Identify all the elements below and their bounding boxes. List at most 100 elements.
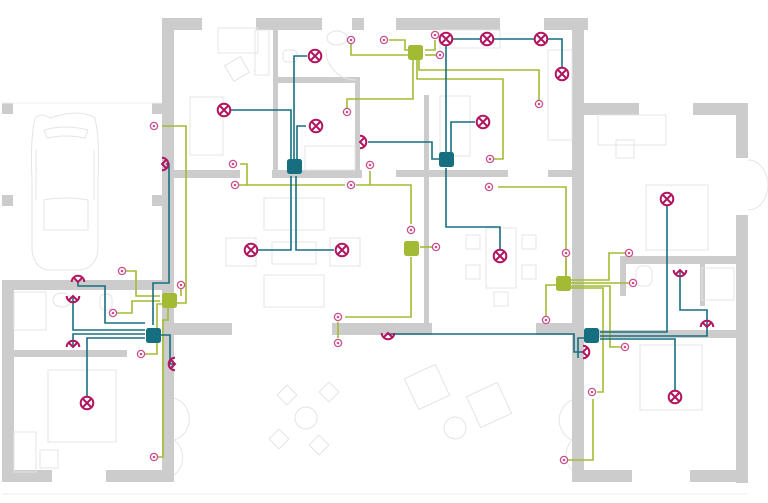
wall-light-icon[interactable] <box>160 156 170 172</box>
dining-chair <box>521 264 537 280</box>
wall-partition <box>172 170 240 178</box>
socket-icon[interactable] <box>484 182 494 192</box>
dining-chair <box>465 264 481 280</box>
socket-icon[interactable] <box>346 35 356 45</box>
socket-icon[interactable] <box>406 225 416 235</box>
lighting-circuit <box>72 38 708 396</box>
coffee-table <box>271 241 317 265</box>
socket-icon[interactable] <box>117 266 127 276</box>
wall-light-icon[interactable] <box>70 274 86 284</box>
sink <box>52 292 72 308</box>
dining-chair <box>521 234 537 250</box>
lighting-junction-box[interactable] <box>439 152 454 167</box>
ceiling-light-icon[interactable] <box>475 114 491 130</box>
ceiling-light-icon[interactable] <box>307 48 323 64</box>
wall-kitchen-east <box>572 18 584 118</box>
kitchen-table <box>439 95 471 157</box>
wall-light-icon[interactable] <box>699 319 715 329</box>
ceiling-light-icon[interactable] <box>492 248 508 264</box>
nightstand <box>39 449 59 469</box>
socket-icon[interactable] <box>559 455 569 465</box>
socket-icon[interactable] <box>149 121 159 131</box>
lounger <box>403 363 451 411</box>
ceiling-light-icon[interactable] <box>554 66 570 82</box>
dining-table <box>485 227 517 289</box>
bed <box>639 344 703 411</box>
socket-icon[interactable] <box>431 242 441 252</box>
lighting-junction-box[interactable] <box>146 328 161 343</box>
socket-junction-box[interactable] <box>556 276 571 291</box>
socket-icon[interactable] <box>485 154 495 164</box>
wall-light-icon[interactable] <box>358 134 368 150</box>
socket-icon[interactable] <box>430 30 440 40</box>
ceiling-light-icon[interactable] <box>533 31 549 47</box>
sofa <box>263 274 325 308</box>
shower <box>13 291 47 331</box>
wall-light-icon[interactable] <box>167 356 177 372</box>
socket-icon[interactable] <box>149 452 159 462</box>
sockets <box>108 30 638 465</box>
wall-east-wing-east <box>736 215 748 483</box>
socket-icon[interactable] <box>541 315 551 325</box>
socket-icon[interactable] <box>534 99 544 109</box>
wall-partition <box>273 28 278 174</box>
garage-pillar <box>2 195 13 206</box>
socket-junction-box[interactable] <box>404 241 419 256</box>
ceiling-light-icon[interactable] <box>667 389 683 405</box>
wall-partition <box>272 170 362 178</box>
socket-icon[interactable] <box>561 248 571 258</box>
socket-icon[interactable] <box>228 159 238 169</box>
socket-icon[interactable] <box>333 312 343 322</box>
wall-light-icon[interactable] <box>65 294 81 304</box>
kitchen-counter <box>547 49 573 141</box>
ceiling-light-icon[interactable] <box>243 242 259 258</box>
socket-icon[interactable] <box>176 280 186 290</box>
socket-icon[interactable] <box>342 107 352 117</box>
socket-icon[interactable] <box>624 248 634 258</box>
wall-west-wing <box>2 350 127 357</box>
armchair <box>329 237 361 267</box>
bed <box>47 369 117 443</box>
wall-light-icon[interactable] <box>672 268 688 278</box>
socket-junction-box[interactable] <box>408 45 423 60</box>
socket-icon[interactable] <box>628 278 638 288</box>
wall-south <box>106 470 174 482</box>
socket-junction-box[interactable] <box>162 293 177 308</box>
wall-north <box>162 18 202 30</box>
socket-icon[interactable] <box>136 349 146 359</box>
patio-chair <box>318 381 340 403</box>
wall-east-wing-north <box>693 103 748 115</box>
wall-south <box>572 380 584 405</box>
socket-icon[interactable] <box>365 160 375 170</box>
shower <box>701 267 735 301</box>
patio-table <box>294 406 318 430</box>
chair <box>615 139 635 159</box>
ceiling-light-icon[interactable] <box>79 395 95 411</box>
socket-icon[interactable] <box>108 308 118 318</box>
socket-icon[interactable] <box>587 387 597 397</box>
wall-east-central <box>572 100 584 480</box>
lighting-junction-box[interactable] <box>584 328 599 343</box>
socket-icon[interactable] <box>379 35 389 45</box>
ceiling-light-icon[interactable] <box>216 102 232 118</box>
wall-east-wing-north <box>584 103 639 115</box>
socket-icon[interactable] <box>620 342 630 352</box>
ceiling-light-icon[interactable] <box>334 242 350 258</box>
socket-icon[interactable] <box>435 50 445 60</box>
chair <box>224 56 250 82</box>
ceiling-light-icon[interactable] <box>659 191 675 207</box>
patio-chair <box>268 428 290 450</box>
lounger <box>465 381 513 429</box>
wall-light-icon[interactable] <box>65 339 81 349</box>
socket-icon[interactable] <box>333 338 343 348</box>
socket-icon[interactable] <box>346 180 356 190</box>
wall-partition <box>620 256 626 296</box>
lighting-junction-box[interactable] <box>287 159 302 174</box>
ceiling-light-icon[interactable] <box>438 31 454 47</box>
wall-light-icon[interactable] <box>581 344 591 360</box>
socket-icon[interactable] <box>230 180 240 190</box>
wall-partition <box>584 330 748 338</box>
wall-light-icon[interactable] <box>380 331 396 341</box>
ceiling-light-icon[interactable] <box>308 118 324 134</box>
ceiling-light-icon[interactable] <box>479 31 495 47</box>
